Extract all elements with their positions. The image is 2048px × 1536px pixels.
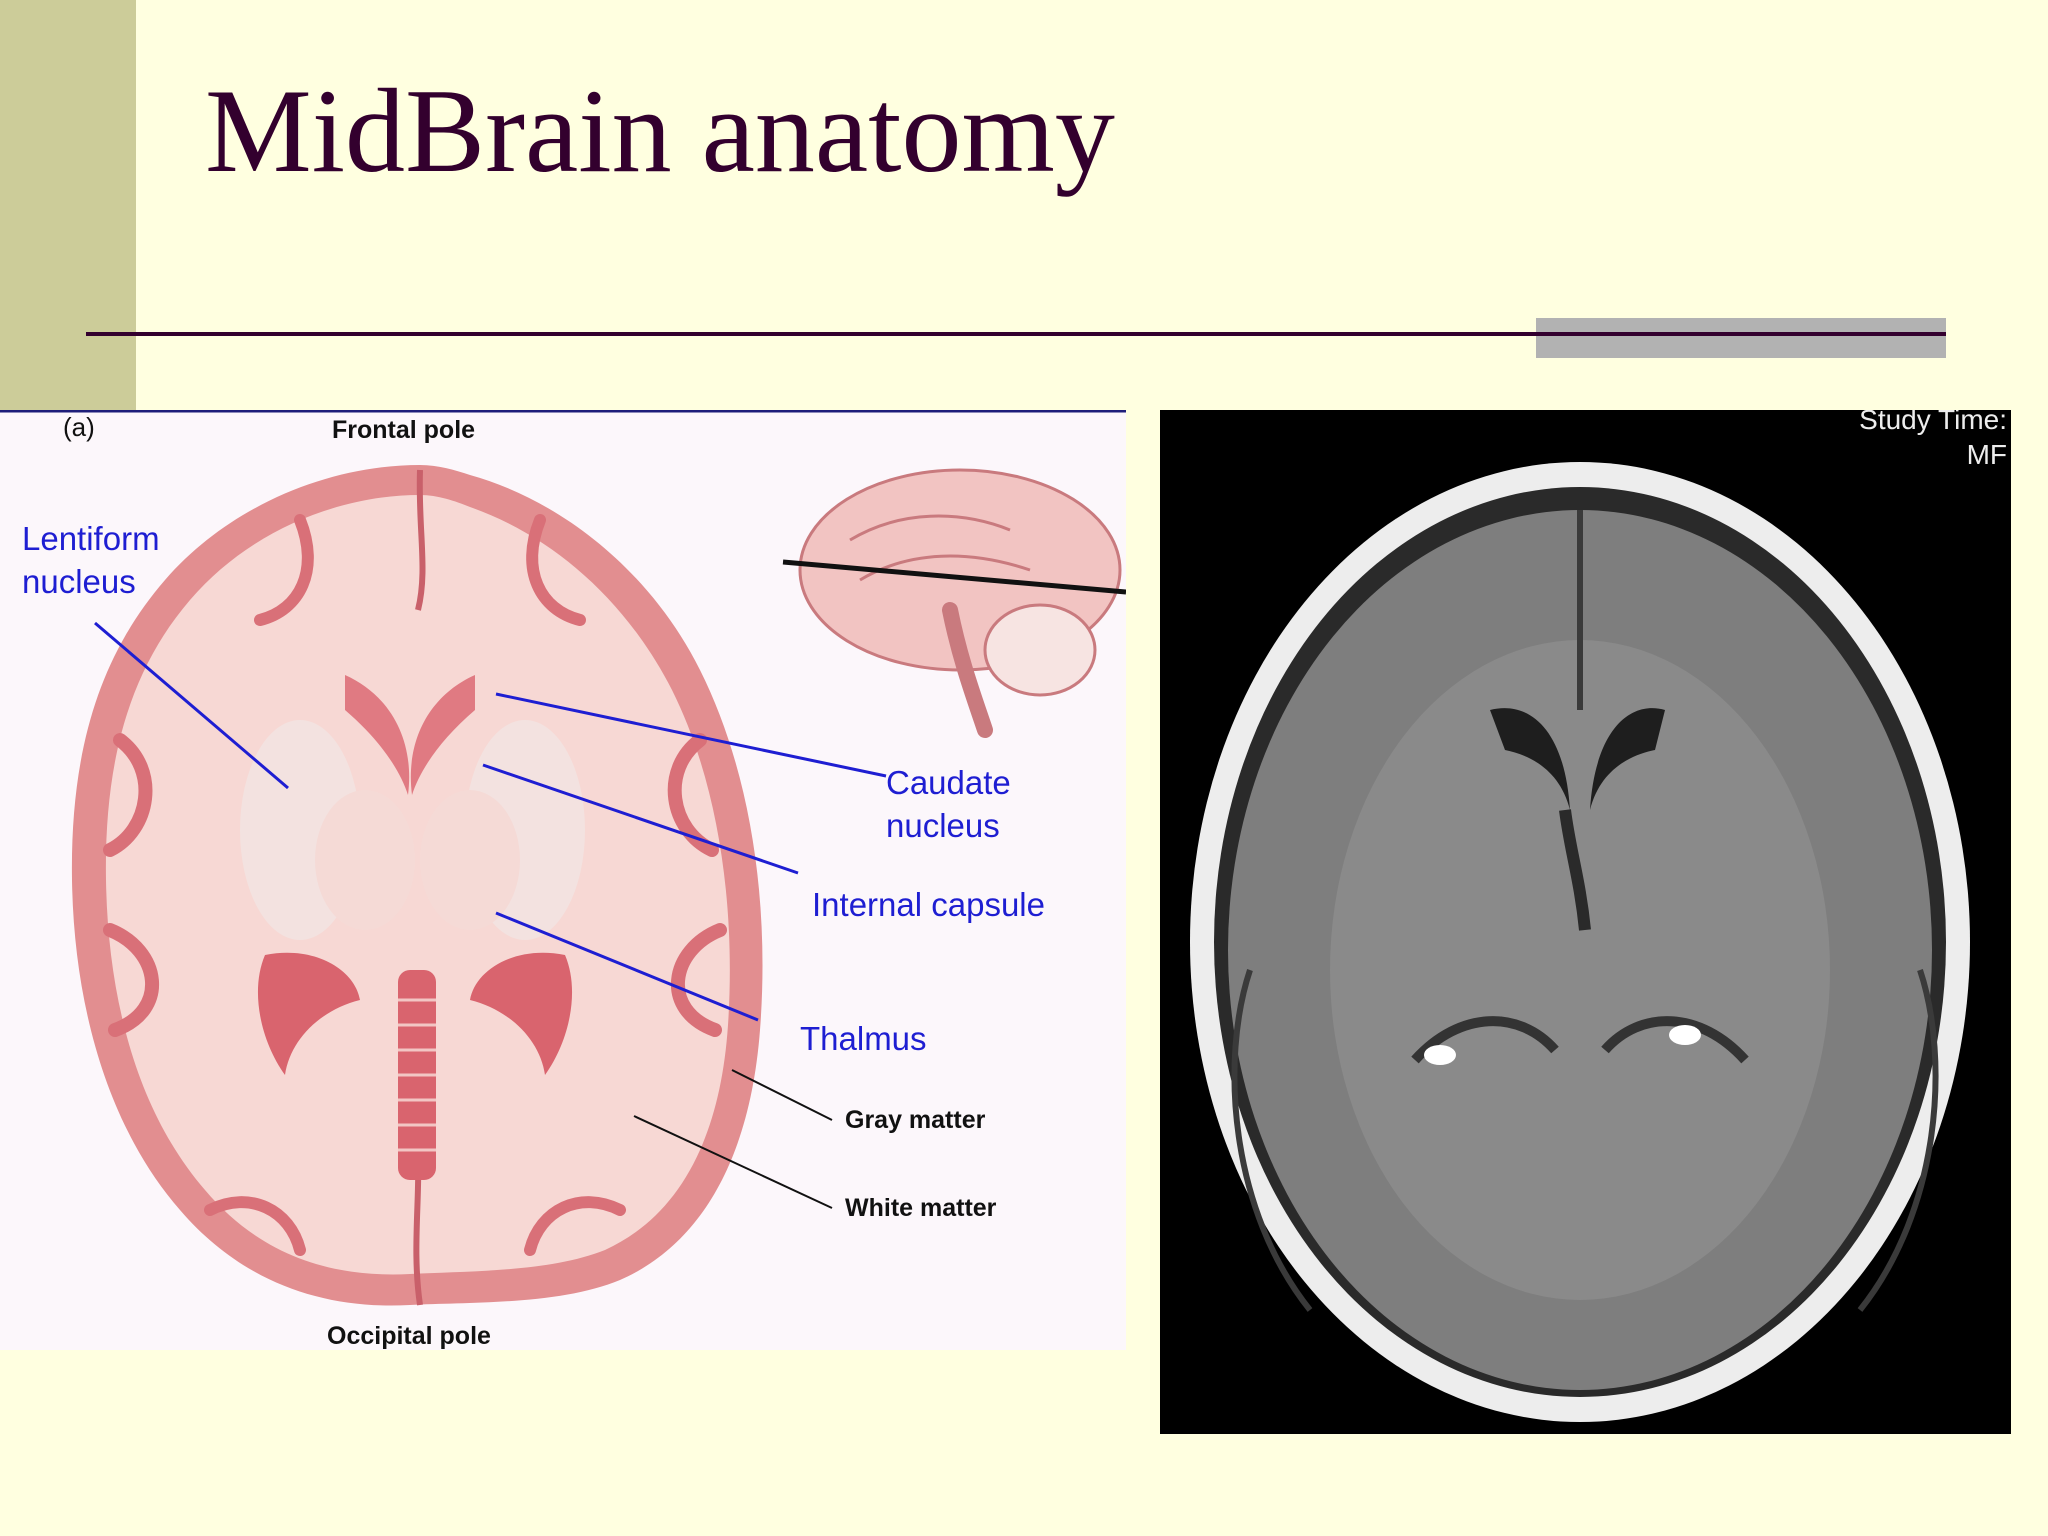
ct-corner-text: Study Time: MF: [1859, 410, 2007, 470]
brain-diagram: (a) Frontal pole Occipital pole Lentifor…: [0, 410, 1126, 1350]
title-rule-accent: [1536, 318, 1946, 358]
ct-scan-drawing: [1190, 462, 1970, 1422]
frontal-horn-right: [410, 675, 475, 795]
title-rule-overlay: [1536, 332, 1946, 336]
occipital-pole-label: Occipital pole: [327, 1322, 491, 1350]
lentiform-nucleus-label: Lentiform nucleus: [22, 520, 160, 600]
frontal-horn-left: [345, 675, 410, 795]
frontal-pole-label: Frontal pole: [332, 416, 476, 444]
ct-scan-image: Study Time: MF: [1160, 410, 2011, 1434]
caudate-nucleus-label: Caudate nucleus: [886, 764, 1011, 844]
white-matter-label: White matter: [845, 1194, 997, 1222]
brain-white-matter: [105, 495, 730, 1275]
brain-diagram-drawing: [0, 410, 1126, 1306]
ct-calcification-left: [1424, 1045, 1456, 1065]
thalamus-left: [315, 790, 415, 930]
thalamus-right: [420, 790, 520, 930]
slide-title: MidBrain anatomy: [205, 64, 1115, 197]
sidebar-accent-bar: [0, 0, 136, 410]
occipital-horn-left: [257, 952, 360, 1075]
ct-calcification-right: [1669, 1025, 1701, 1045]
panel-label: (a): [63, 412, 95, 442]
inset-cerebellum: [983, 603, 1097, 697]
internal-capsule-label: Internal capsule: [812, 886, 1045, 923]
gray-matter-label: Gray matter: [845, 1106, 986, 1134]
thalmus-label: Thalmus: [800, 1020, 927, 1057]
title-rule: [86, 332, 1946, 336]
inset-cut-line: [782, 559, 1126, 595]
ct-ventricles: [1490, 708, 1665, 810]
occipital-horn-right: [470, 952, 573, 1075]
